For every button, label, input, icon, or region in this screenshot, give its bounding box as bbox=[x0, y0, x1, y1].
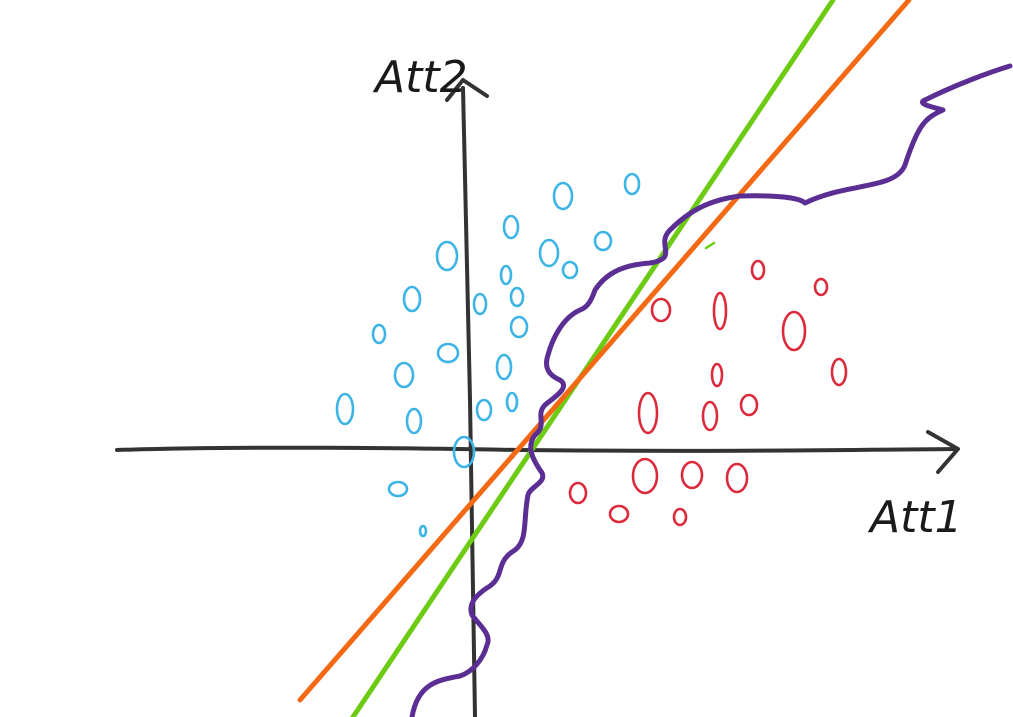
data-point bbox=[750, 259, 766, 281]
data-point bbox=[701, 400, 719, 432]
data-point bbox=[418, 524, 428, 538]
data-point bbox=[402, 285, 422, 313]
data-point bbox=[568, 481, 588, 505]
data-point bbox=[452, 435, 476, 469]
y-axis-arrowhead bbox=[445, 78, 489, 102]
data-point bbox=[538, 238, 560, 268]
orange-linear-boundary bbox=[297, 0, 912, 703]
data-point bbox=[502, 214, 520, 240]
data-point bbox=[710, 362, 724, 388]
data-point bbox=[680, 460, 704, 490]
green-linear-boundary bbox=[350, 0, 836, 717]
data-point bbox=[631, 457, 659, 495]
data-point bbox=[472, 292, 488, 316]
x-axis-arrowhead bbox=[926, 430, 960, 474]
data-point bbox=[552, 181, 574, 211]
data-point bbox=[509, 315, 529, 339]
data-point bbox=[475, 398, 493, 422]
data-point bbox=[830, 357, 848, 387]
data-point bbox=[712, 291, 728, 331]
data-point bbox=[781, 310, 807, 352]
data-point bbox=[436, 342, 460, 364]
axes bbox=[115, 78, 960, 717]
x-axis-label: Att1 bbox=[867, 492, 963, 543]
data-point bbox=[405, 407, 423, 435]
data-point bbox=[495, 353, 513, 381]
class-a-points bbox=[335, 172, 641, 538]
data-point bbox=[505, 391, 519, 413]
green-stroke-fragment bbox=[704, 241, 716, 250]
data-point bbox=[335, 392, 355, 426]
data-point bbox=[499, 264, 513, 286]
purple-curved-boundary bbox=[409, 63, 1013, 717]
data-point bbox=[725, 462, 749, 494]
data-point bbox=[739, 393, 759, 417]
data-point bbox=[672, 507, 688, 527]
data-point bbox=[435, 240, 459, 272]
data-point bbox=[371, 323, 387, 345]
data-point bbox=[637, 391, 659, 435]
data-point bbox=[813, 277, 829, 297]
class-b-points bbox=[568, 259, 848, 527]
data-point bbox=[623, 172, 641, 196]
data-point bbox=[608, 504, 630, 524]
data-point bbox=[393, 361, 415, 389]
y-axis-label: Att2 bbox=[372, 52, 468, 103]
data-point bbox=[561, 260, 579, 280]
data-point bbox=[387, 480, 409, 498]
y-axis bbox=[461, 86, 477, 717]
x-axis bbox=[115, 445, 957, 453]
data-point bbox=[650, 297, 672, 323]
data-point bbox=[593, 230, 613, 252]
data-point bbox=[509, 286, 525, 308]
